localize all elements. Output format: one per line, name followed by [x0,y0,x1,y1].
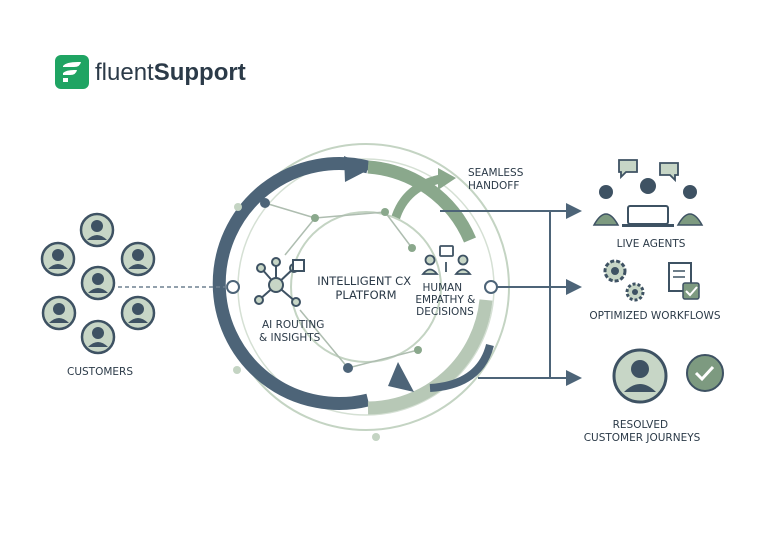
customer-avatar [79,212,115,248]
customer-avatar [41,295,77,331]
live-agents-label: LIVE AGENTS [617,238,686,250]
inner-platform-circle [290,211,442,363]
ai-routing-label: AI ROUTING & INSIGHTS [259,319,328,344]
user-check-icon [612,348,724,404]
return-arc [429,343,494,392]
navy-cycle-arrowhead [344,156,372,182]
brand-name-support: Support [154,59,246,86]
fluent-logo-mark [63,62,81,82]
agents-at-laptop-icon [592,159,704,227]
platform-label: INTELLIGENT CX PLATFORM [317,274,415,302]
workflows-label: OPTIMIZED WORKFLOWS [589,310,721,322]
cycle-nodes [226,198,498,441]
output-connectors [440,203,582,386]
brand-name: fluentSupport [95,59,246,86]
customer-avatar [40,241,76,277]
handoff-arrowhead [438,168,456,190]
network-lines [264,202,419,369]
brand-name-fluent: fluent [95,59,154,86]
customers-cluster [40,212,156,355]
handoff-label: SEAMLESS HANDOFF [468,167,527,192]
customers-label: CUSTOMERS [67,366,133,378]
customer-avatar [80,265,116,301]
customer-avatar [80,319,116,355]
network-hub-icon [254,257,305,307]
gears-checklist-icon [603,259,700,302]
resolved-label: RESOLVED CUSTOMER JOURNEYS [584,419,701,444]
sage-cycle-arc-lower [367,299,493,415]
navy-cycle-arc [212,157,370,410]
people-with-chat-icon [421,245,472,275]
brand-logo[interactable]: fluentSupport [55,55,246,89]
customer-avatar [120,241,156,277]
handoff-arc [390,173,446,222]
customer-avatar [120,295,156,331]
human-empathy-label: HUMAN EMPATHY & DECISIONS [415,282,478,318]
sage-cycle-arc [367,160,476,243]
return-arrowhead [388,362,414,392]
